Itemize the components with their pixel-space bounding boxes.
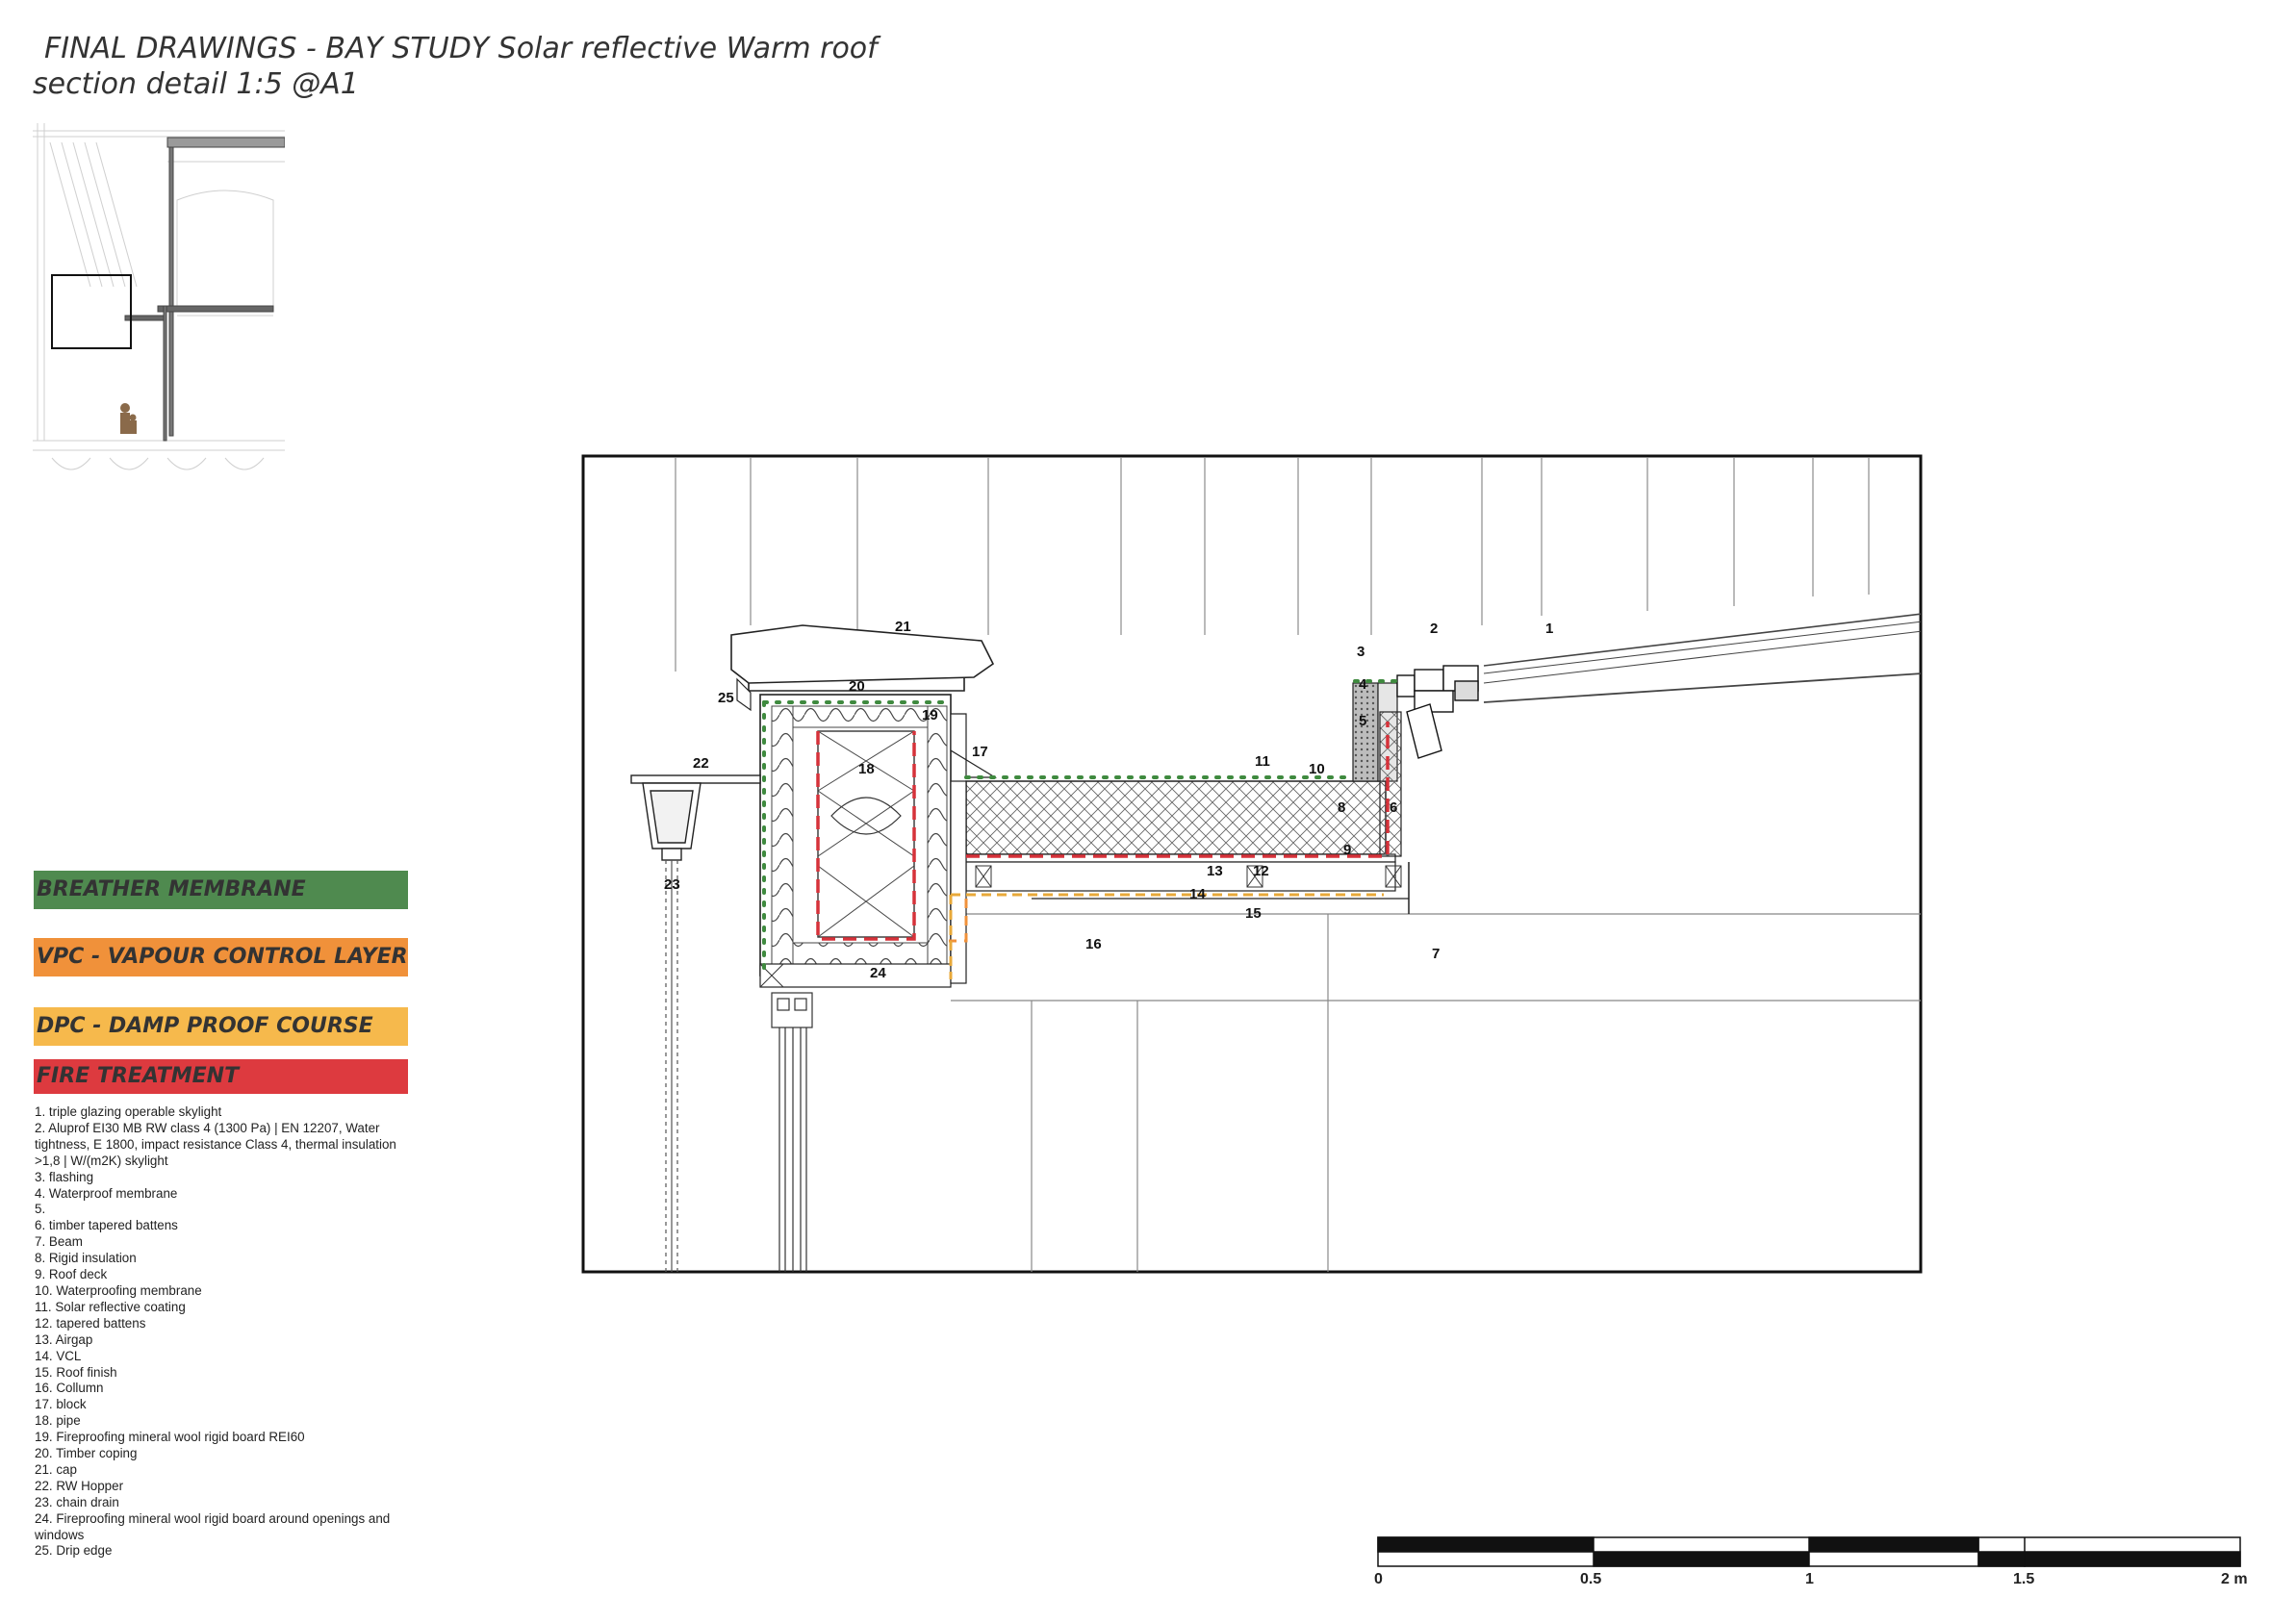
callout-11: 11 xyxy=(1255,753,1270,770)
callout-labels: 1 2 3 4 5 6 7 8 9 10 11 12 13 14 15 16 1… xyxy=(664,619,1553,981)
note-item: 1. triple glazing operable skylight xyxy=(35,1104,222,1119)
callout-25: 25 xyxy=(718,690,734,706)
note-item: 3. flashing xyxy=(35,1169,94,1184)
structure-outline xyxy=(951,913,1921,1272)
note-item: 22. RW Hopper xyxy=(35,1478,124,1493)
legend-damp-proof-course: DPC - DAMP PROOF COURSE xyxy=(34,1007,408,1046)
callout-2: 2 xyxy=(1430,621,1438,637)
callout-13: 13 xyxy=(1207,863,1223,879)
title-line-2: section detail 1:5 @A1 xyxy=(33,67,359,101)
callout-22: 22 xyxy=(693,755,709,772)
note-item: 7. Beam xyxy=(35,1234,83,1250)
callout-5: 5 xyxy=(1359,713,1366,729)
note-item: 19. Fireproofing mineral wool rigid boar… xyxy=(35,1430,305,1445)
callout-24: 24 xyxy=(870,965,886,981)
note-item: 17. block xyxy=(35,1397,87,1412)
note-item: 6. timber tapered battens xyxy=(35,1218,178,1233)
airgap-zone xyxy=(965,861,1396,892)
note-item: 21. cap xyxy=(35,1461,77,1477)
note-item: 11. Solar reflective coating xyxy=(35,1299,186,1314)
tapered-battens xyxy=(1379,711,1402,857)
drawing-title: FINAL DRAWINGS - BAY STUDY Solar reflect… xyxy=(33,31,878,102)
note-item: 25. Drip edge xyxy=(35,1543,113,1559)
callout-9: 9 xyxy=(1343,842,1351,858)
parapet xyxy=(759,694,998,988)
callout-18: 18 xyxy=(858,761,875,777)
legend-vapour-control-layer: VPC - VAPOUR CONTROL LAYER xyxy=(34,938,408,976)
dpc-line xyxy=(949,893,1384,979)
scale-tick-0: 0 xyxy=(1374,1571,1383,1587)
key-plan-thumbnail xyxy=(33,123,285,481)
callout-3: 3 xyxy=(1357,644,1365,660)
upstand-membrane xyxy=(1352,682,1379,782)
legend-fire-treatment: FIRE TREATMENT xyxy=(34,1059,408,1094)
background-fins xyxy=(675,458,1870,672)
skylight-frame xyxy=(1396,665,1479,759)
callout-4: 4 xyxy=(1359,676,1367,693)
note-item: 12. tapered battens xyxy=(35,1315,146,1331)
scale-tick-1: 1 xyxy=(1805,1571,1814,1587)
note-item: 16. Collumn xyxy=(35,1381,104,1396)
callout-14: 14 xyxy=(1189,886,1206,902)
callout-12: 12 xyxy=(1253,863,1269,879)
note-item: 14. VCL xyxy=(35,1348,82,1363)
note-item: 24. Fireproofing mineral wool rigid boar… xyxy=(35,1510,391,1542)
callout-8: 8 xyxy=(1338,799,1345,816)
vpc-line xyxy=(949,899,968,943)
fire-treatment-line xyxy=(816,722,1390,941)
chain-drain xyxy=(665,860,678,1272)
notes-list: 1. triple glazing operable skylight 2. A… xyxy=(35,1104,410,1560)
callout-6: 6 xyxy=(1390,799,1397,816)
rw-hopper xyxy=(630,774,761,861)
callout-23: 23 xyxy=(664,876,680,893)
breather-membrane-line xyxy=(762,679,1399,974)
callout-19: 19 xyxy=(922,707,938,723)
rigid-insulation xyxy=(965,780,1387,855)
note-item: 2. Aluprof EI30 MB RW class 4 (1300 Pa) … xyxy=(35,1120,396,1168)
scale-tick-1-5: 1.5 xyxy=(2013,1571,2034,1587)
note-item: 13. Airgap xyxy=(35,1331,93,1347)
note-item: 20. Timber coping xyxy=(35,1446,138,1461)
callout-10: 10 xyxy=(1309,761,1325,777)
title-line-1: FINAL DRAWINGS - BAY STUDY Solar reflect… xyxy=(44,32,878,65)
section-detail-drawing: 1 2 3 4 5 6 7 8 9 10 11 12 13 14 15 16 1… xyxy=(581,454,1923,1274)
skylight-glazing xyxy=(1483,613,1921,703)
note-item: 18. pipe xyxy=(35,1413,81,1429)
scale-bar: 0 0.5 1 1.5 2 m xyxy=(1374,1536,2248,1587)
note-item: 8. Rigid insulation xyxy=(35,1251,137,1266)
callout-7: 7 xyxy=(1432,946,1440,962)
callout-15: 15 xyxy=(1245,905,1262,922)
callout-17: 17 xyxy=(972,744,988,760)
scale-tick-0-5: 0.5 xyxy=(1580,1571,1601,1587)
note-item: 4. Waterproof membrane xyxy=(35,1185,178,1201)
callout-16: 16 xyxy=(1085,936,1102,952)
note-item: 15. Roof finish xyxy=(35,1364,117,1380)
note-item: 10. Waterproofing membrane xyxy=(35,1282,202,1298)
note-item: 23. chain drain xyxy=(35,1494,119,1509)
window-frame xyxy=(771,992,813,1272)
note-item: 9. Roof deck xyxy=(35,1267,108,1282)
callout-20: 20 xyxy=(849,678,865,695)
note-item: 5. xyxy=(35,1202,46,1217)
callout-1: 1 xyxy=(1545,621,1553,637)
cap xyxy=(730,624,995,684)
scale-tick-2: 2 m xyxy=(2221,1571,2248,1587)
callout-21: 21 xyxy=(895,619,911,635)
legend-breather-membrane: BREATHER MEMBRANE xyxy=(34,871,408,909)
drip-edge xyxy=(736,677,752,712)
